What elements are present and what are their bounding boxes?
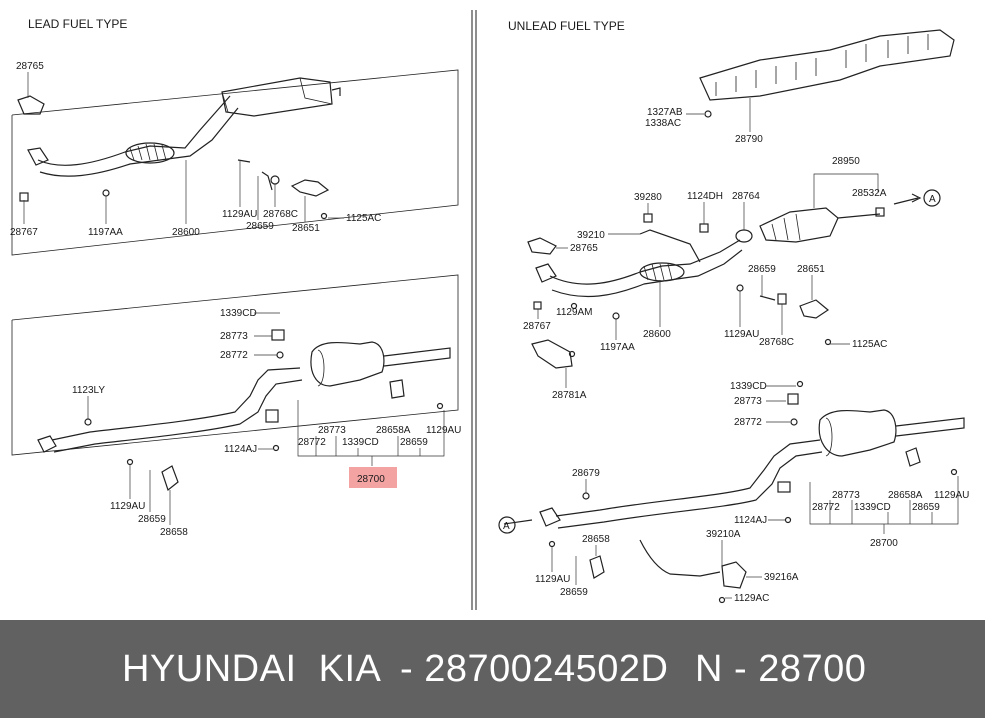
label-1124AJ-r: 1124AJ: [734, 515, 767, 526]
label-28764: 28764: [732, 191, 760, 202]
label-28658A-l: 28658A: [376, 425, 411, 436]
label-28659-l2: 28659: [400, 437, 428, 448]
label-28772-l: 28772: [220, 350, 248, 361]
label-1129AU-r2: 1129AU: [934, 490, 969, 501]
label-28658-r: 28658: [582, 534, 610, 545]
label-1123LY-l: 1123LY: [72, 385, 105, 396]
label-28659-l3: 28659: [138, 514, 166, 525]
label-1129AC: 1129AC: [734, 593, 769, 604]
label-28532A: 28532A: [852, 188, 887, 199]
label-28659-r2: 28659: [912, 502, 940, 513]
label-28651-l: 28651: [292, 223, 320, 234]
label-1129AU-r3: 1129AU: [535, 574, 570, 585]
label-1327AB: 1327AB: [647, 107, 683, 118]
rear-muffler-assembly-unlead: [498, 380, 965, 604]
label-28651-r: 28651: [797, 264, 825, 275]
label-39210A: 39210A: [706, 529, 741, 540]
left-panel-title: LEAD FUEL TYPE: [28, 17, 127, 31]
label-1338AC: 1338AC: [645, 118, 681, 129]
footer-part-number: - 2870024502D: [400, 647, 669, 690]
label-28600-r: 28600: [643, 329, 671, 340]
label-39210: 39210: [577, 230, 605, 241]
label-28600-l: 28600: [172, 227, 200, 238]
label-28659-l: 28659: [246, 221, 274, 232]
label-28768C-l: 28768C: [263, 209, 298, 220]
front-pipe-assembly-lead: [17, 77, 341, 220]
label-1339CD-l2: 1339CD: [342, 437, 379, 448]
label-28659-r: 28659: [748, 264, 776, 275]
label-1125AC-l: 1125AC: [346, 213, 381, 224]
label-28765-l: 28765: [16, 61, 44, 72]
right-panel-title: UNLEAD FUEL TYPE: [508, 19, 625, 33]
label-28950: 28950: [832, 156, 860, 167]
label-28773-r: 28773: [734, 396, 762, 407]
label-28768C-r: 28768C: [759, 337, 794, 348]
label-28679: 28679: [572, 468, 600, 479]
label-1197AA-r: 1197AA: [600, 342, 635, 353]
label-1129AU-r: 1129AU: [724, 329, 759, 340]
label-1124AJ-l: 1124AJ: [224, 444, 257, 455]
highlight-box-28700: [349, 467, 397, 488]
label-1129AU-l: 1129AU: [222, 209, 257, 220]
label-1124DH: 1124DH: [687, 191, 723, 202]
label-1197AA-l: 1197AA: [88, 227, 123, 238]
footer-ref-number: N - 28700: [695, 647, 867, 690]
label-28767-r: 28767: [523, 321, 551, 332]
lower-left-board: [11, 274, 459, 456]
label-28767-l: 28767: [10, 227, 38, 238]
footer-brand: HYUNDAI KIA: [122, 647, 382, 690]
label-28790: 28790: [735, 134, 763, 145]
footer-banner: HYUNDAI KIA - 2870024502D N - 28700: [0, 620, 985, 718]
label-1339CD-l: 1339CD: [220, 308, 257, 319]
label-28773-l: 28773: [220, 331, 248, 342]
label-28772-l2: 28772: [298, 437, 326, 448]
label-A-lower: A: [503, 521, 510, 532]
label-28781A: 28781A: [552, 390, 587, 401]
label-28658-l: 28658: [160, 527, 188, 538]
label-1339CD-r: 1339CD: [730, 381, 767, 392]
label-1125AC-r: 1125AC: [852, 339, 887, 350]
label-1129AU-l3: 1129AU: [110, 501, 145, 512]
label-28773-l2: 28773: [318, 425, 346, 436]
heat-protector: [699, 29, 955, 118]
label-28772-r: 28772: [734, 417, 762, 428]
label-28773-r2: 28773: [832, 490, 860, 501]
label-1339CD-r2: 1339CD: [854, 502, 891, 513]
label-28700-highlight: 28700: [357, 474, 385, 485]
exhaust-system-diagram: LEAD FUEL TYPE 28765 28767 1197AA 28600 …: [10, 10, 969, 610]
label-28772-r2: 28772: [812, 502, 840, 513]
label-28700-r: 28700: [870, 538, 898, 549]
label-39216A: 39216A: [764, 572, 799, 583]
label-1129AM: 1129AM: [556, 307, 593, 318]
rear-muffler-assembly-lead: [37, 329, 451, 492]
label-28658A-r: 28658A: [888, 490, 923, 501]
label-A-upper: A: [929, 194, 936, 205]
label-28659-r3: 28659: [560, 587, 588, 598]
label-39280: 39280: [634, 192, 662, 203]
label-28765-r: 28765: [570, 243, 598, 254]
front-pipe-assembly-unlead: [527, 237, 832, 369]
upper-left-board: [11, 69, 459, 256]
catalytic-converter-assembly: [639, 189, 941, 263]
